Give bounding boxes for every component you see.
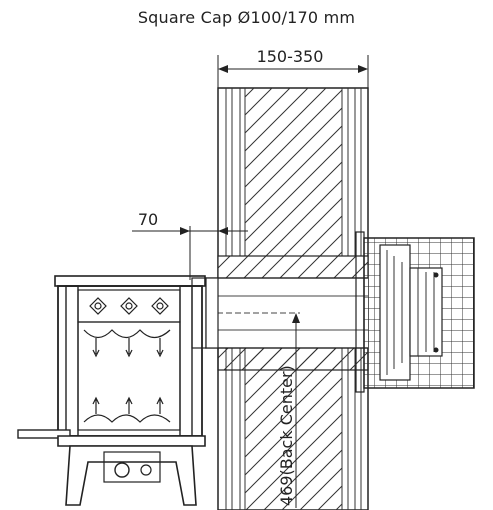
dimension-stove-clearance: 70: [132, 210, 248, 280]
dimension-label-wall-thickness: 150-350: [257, 47, 324, 66]
dimension-label-stove-clearance: 70: [138, 210, 158, 229]
square-cap-terminal: [355, 231, 475, 393]
stove: [17, 275, 206, 506]
dimension-wall-thickness: 150-350: [217, 47, 369, 90]
ornament-arches: [83, 329, 171, 423]
dimension-label-back-center: 469(Back Center): [277, 365, 296, 506]
diagram-title: Square Cap Ø100/170 mm: [137, 8, 356, 27]
ornament-top-row: [89, 297, 169, 315]
air-control-knob-icon: [114, 462, 130, 478]
flue-connector: [191, 277, 219, 349]
dimension-back-center: 469(Back Center): [277, 313, 300, 508]
wall: [217, 87, 369, 510]
